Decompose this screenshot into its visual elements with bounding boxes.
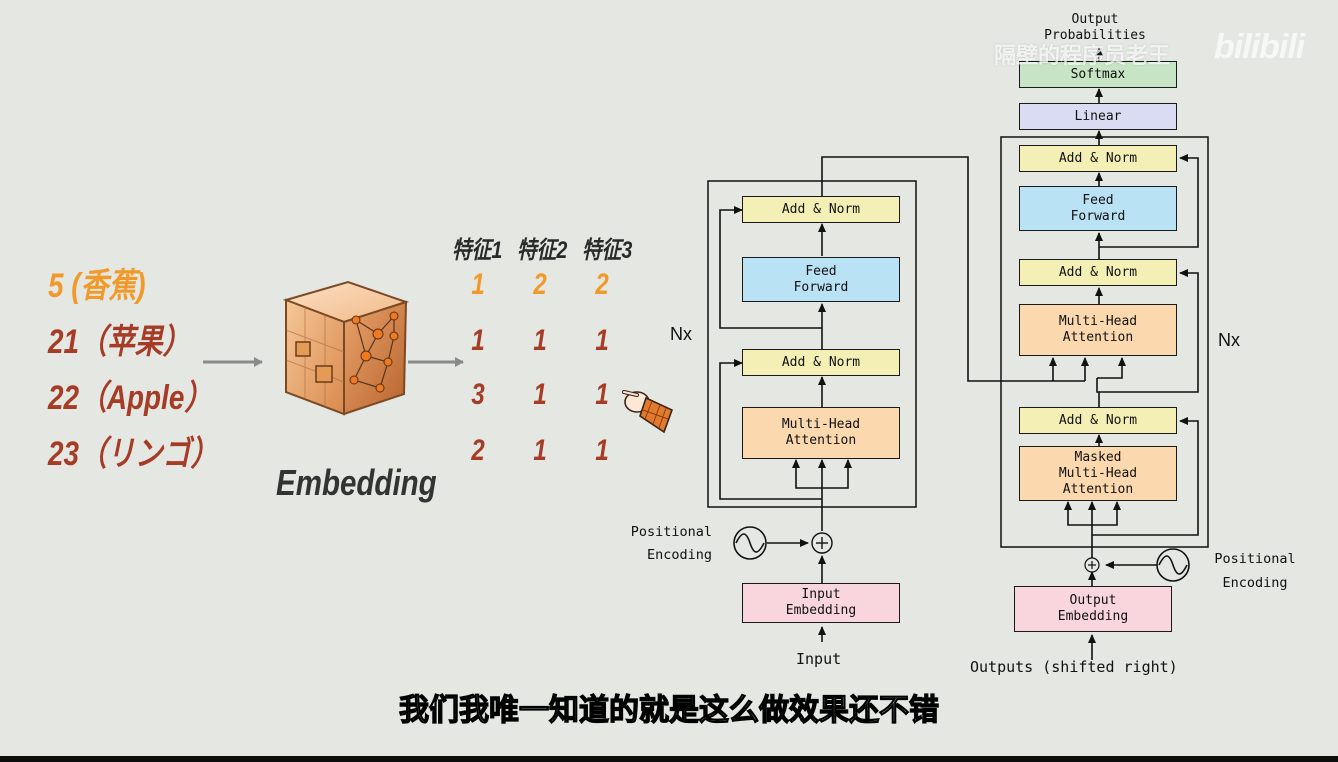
feature-header: 特征2 [517, 237, 568, 264]
feature-value: 1 [595, 378, 609, 411]
encoder-frame [707, 180, 917, 508]
linear-box: Linear [1019, 103, 1177, 130]
encoder-sine-icon [733, 526, 767, 560]
embedding-label: Embedding [276, 462, 437, 503]
feature-value: 1 [471, 324, 485, 357]
encoder-feed-forward: Feed Forward [742, 257, 900, 302]
decoder-add-norm-top: Add & Norm [1019, 145, 1177, 172]
feature-value: 3 [471, 378, 485, 411]
decoder-sine-icon [1156, 548, 1190, 582]
token-item: 22（Apple） [48, 379, 213, 417]
feature-value: 1 [533, 434, 547, 467]
token-item: 21（苹果） [48, 323, 191, 361]
token-item: 23（リンゴ） [48, 435, 219, 473]
decoder-add-icon [1084, 557, 1100, 573]
bilibili-logo: bilibili [1214, 28, 1305, 66]
input-embedding: Input Embedding [742, 583, 900, 623]
feature-value: 2 [533, 268, 547, 301]
decoder-frame [1000, 136, 1209, 548]
output-embedding: Output Embedding [1014, 586, 1172, 632]
input-label: Input [796, 650, 842, 668]
softmax-box: Softmax [1019, 61, 1177, 88]
subtitle-caption: 我们我唯一知道的就是这么做效果还不错 [398, 693, 939, 727]
token-item: 5 (香蕉) [48, 267, 146, 305]
feature-value: 1 [595, 434, 609, 467]
embedding-cube-icon [282, 280, 410, 416]
encoder-add-norm-top: Add & Norm [742, 196, 900, 223]
uploader-watermark: 隔壁的程序员老王 [994, 43, 1171, 68]
pointing-hand-icon [622, 390, 674, 434]
encoder-positional-encoding-label: Positional Encoding [630, 524, 712, 563]
encoder-multi-head-attention: Multi-Head Attention [742, 407, 900, 459]
feature-value: 2 [595, 268, 609, 301]
decoder-nx-label: Nx [1218, 330, 1240, 350]
feature-value: 2 [471, 434, 485, 467]
outputs-shifted-right-label: Outputs (shifted right) [970, 658, 1178, 676]
feature-value: 1 [533, 324, 547, 357]
masked-multi-head-attention: Masked Multi-Head Attention [1019, 446, 1177, 501]
encoder-nx-label: Nx [670, 324, 692, 344]
decoder-add-norm-bottom: Add & Norm [1019, 407, 1177, 434]
decoder-multi-head-attention: Multi-Head Attention [1019, 304, 1177, 356]
decoder-positional-encoding-label: Positional Encoding [1214, 551, 1296, 591]
decoder-add-norm-mid: Add & Norm [1019, 259, 1177, 286]
decoder-feed-forward: Feed Forward [1019, 186, 1177, 231]
feature-header: 特征3 [582, 237, 633, 264]
feature-value: 1 [471, 268, 485, 301]
output-probabilities-label: Output Probabilities [1044, 12, 1146, 43]
encoder-add-norm-bottom: Add & Norm [742, 349, 900, 376]
feature-header: 特征1 [452, 237, 503, 264]
feature-value: 1 [595, 324, 609, 357]
encoder-add-icon [811, 532, 833, 554]
feature-value: 1 [533, 378, 547, 411]
